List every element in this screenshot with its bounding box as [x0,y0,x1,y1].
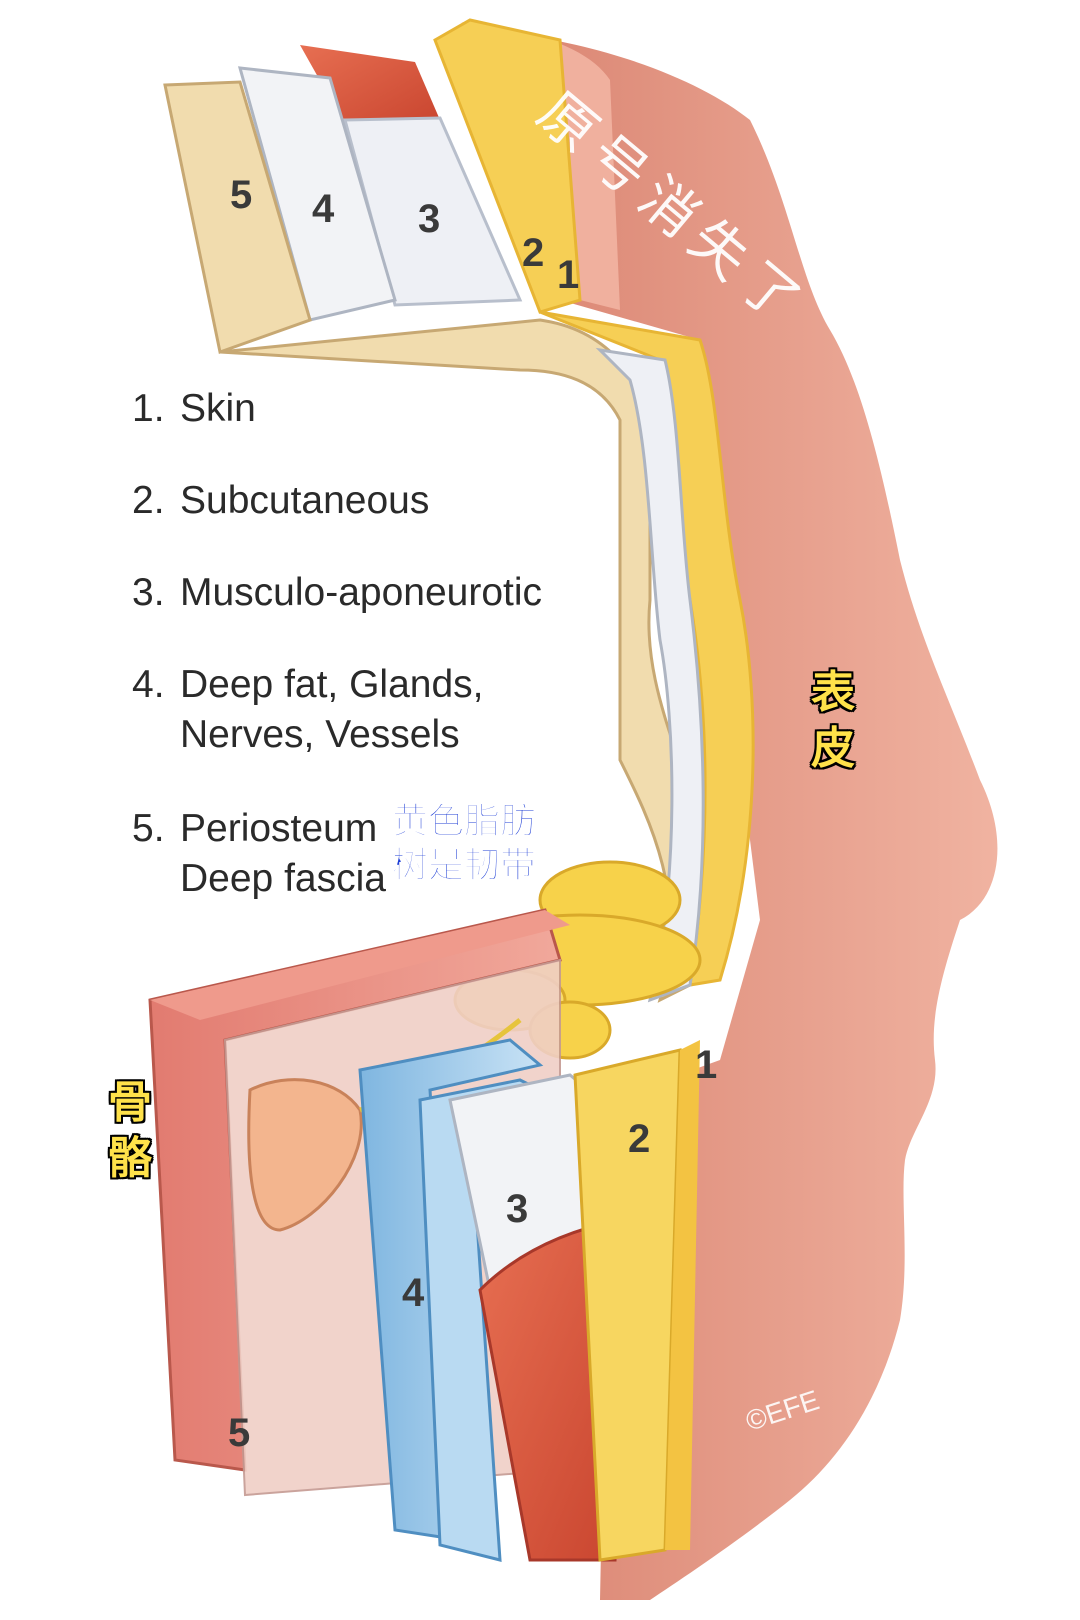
bottom-bone-top [150,910,570,1020]
bottom-number-1: 1 [695,1043,717,1087]
mid-fascia-band [595,347,705,1003]
annotation-char: 骨 [108,1077,152,1128]
top-fat-layer [433,18,582,314]
legend-num: 1. [132,387,165,430]
top-number-5: 5 [230,173,252,217]
annotation-line-1: 黄色脂肪 [391,801,537,843]
legend-num: 2. [132,479,165,522]
legend-text-cont: Deep fascia [180,857,386,900]
top-number-2: 2 [522,231,544,275]
annotation-char: 皮 [811,723,855,774]
top-periosteum-layer [163,80,312,354]
annotation-epidermis: 表 皮 [805,665,861,777]
bottom-vessel-layer [358,1038,544,1542]
legend-num: 4. [132,663,165,706]
legend-text: Periosteum [180,807,378,850]
legend-text: Musculo-aponeurotic [180,571,543,614]
top-number-1: 1 [557,253,579,297]
top-number-4: 4 [312,187,335,231]
annotation-fat-ligament: 黄色脂肪 树是韧带 [391,800,537,888]
legend-text: Skin [180,387,256,430]
legend-item-subcutaneous: 2. Subcutaneous [132,476,429,526]
annotation-bone: 骨 骼 [102,1075,158,1187]
legend-item-deep-fat: 4. Deep fat, Glands, Nerves, Vessels [132,660,484,756]
bottom-number-2: 2 [628,1117,650,1161]
legend-num: 5. [132,807,165,850]
top-skin-layer [460,22,620,310]
annotation-char: 表 [811,667,855,718]
submandibular-gland-shape [247,1078,363,1232]
top-number-3: 3 [418,197,440,241]
legend-text: Deep fat, Glands, [180,663,484,706]
bottom-number-4: 4 [402,1271,425,1315]
legend-text-cont: Nerves, Vessels [180,713,460,756]
annotation-line-2: 树是韧带 [391,845,537,887]
legend-num: 3. [132,571,165,614]
legend-text: Subcutaneous [180,479,430,522]
legend-item-skin: 1. Skin [132,384,256,434]
bottom-number-3: 3 [506,1187,528,1231]
annotation-char: 骼 [108,1133,152,1184]
legend-item-musculo: 3. Musculo-aponeurotic [132,568,542,618]
bottom-number-5: 5 [228,1411,250,1455]
bottom-skin-edge [665,1040,700,1550]
legend-item-periosteum: 5. Periosteum Deep fascia [132,804,386,900]
